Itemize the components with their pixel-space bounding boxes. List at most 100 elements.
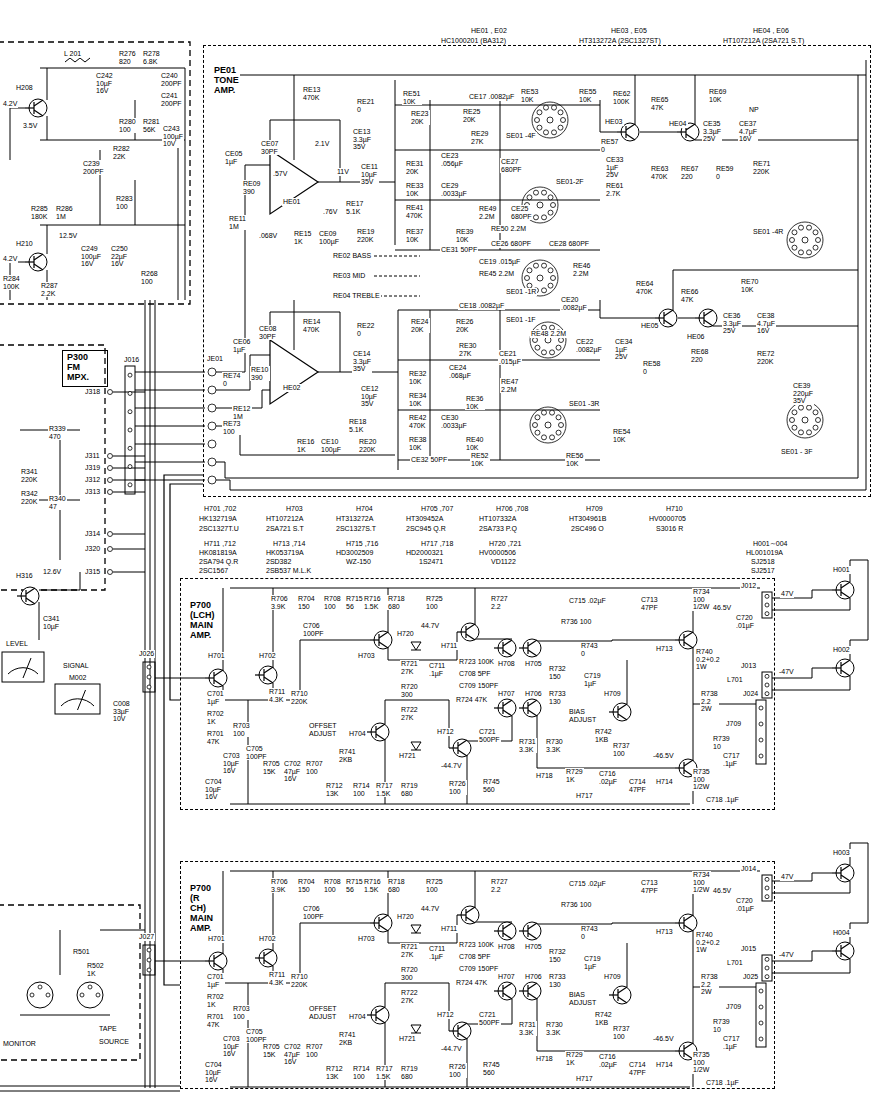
transistor-lead — [494, 930, 503, 931]
component-label: C720 .01µF — [735, 897, 755, 912]
component-label: R739 10 — [712, 735, 731, 750]
transistor-lead — [458, 740, 467, 746]
switch-rotor — [802, 237, 808, 243]
wire — [318, 182, 395, 183]
component-label: 47V — [780, 873, 794, 881]
component-label: HT313272A (2SC1327ST) — [578, 37, 662, 45]
component-label: H718 — [535, 772, 554, 780]
component-label: H208 — [15, 84, 34, 92]
switch-contact — [816, 418, 821, 423]
component-label: HT309452A — [405, 515, 444, 523]
component-label: C250 22µF 16V — [110, 245, 129, 268]
component-label: H001 — [832, 566, 851, 574]
switch-contact — [543, 105, 548, 110]
component-label: R737 100 — [612, 1025, 631, 1040]
component-label: R715 56 — [345, 878, 364, 893]
transistor-symbol — [519, 639, 541, 657]
wire — [230, 1087, 690, 1088]
component-label: CE17 .0082µF — [468, 93, 515, 101]
component-label: 2.1V — [314, 140, 330, 148]
switch-wafer — [530, 407, 566, 443]
component-label: J015 — [740, 945, 757, 953]
terminal — [108, 454, 113, 459]
component-label: R702 1K — [206, 710, 225, 725]
transistor-lead — [841, 582, 850, 588]
component-label: CE05 1µF — [224, 150, 244, 165]
transistor-lead — [677, 131, 686, 132]
component-label: RE37 10K — [405, 228, 425, 243]
component-label: RE25 20K — [462, 108, 482, 123]
component-label: RE45 2.2M — [478, 270, 515, 278]
switch-contact — [792, 425, 797, 430]
switch-contact — [813, 425, 818, 430]
component-label: CE35 3.3µF 25V — [702, 120, 722, 143]
switch-contact — [559, 338, 564, 343]
component-label: CE14 3.3µF 35V — [352, 350, 372, 373]
transistor-lead — [841, 670, 850, 676]
connector-pin — [128, 465, 132, 469]
switch-contact — [38, 985, 42, 989]
component-label: R743 0 — [580, 642, 599, 657]
transistor-lead — [841, 592, 850, 598]
transistor-lead — [840, 945, 841, 957]
component-label: RE31 20K — [405, 160, 425, 175]
switch-wafer — [787, 402, 823, 438]
component-label: J313 — [84, 488, 101, 496]
connector-pin — [128, 373, 132, 377]
component-label: RE41 470K — [405, 204, 425, 219]
wire — [395, 250, 600, 251]
switch-contact — [548, 268, 553, 273]
component-label: C717 .1µF — [722, 1035, 741, 1050]
wire — [678, 318, 695, 319]
component-label: RE09 390 — [242, 180, 262, 195]
transistor-lead — [655, 317, 664, 318]
component-label: SE01-2F — [555, 178, 585, 186]
wire — [294, 300, 295, 350]
transistor-lead — [205, 677, 214, 678]
component-label: C706 100PF — [302, 622, 325, 637]
wire — [40, 68, 185, 69]
component-label: J315 — [84, 568, 101, 576]
switch-contact — [541, 350, 546, 355]
component-label: 12.5V — [58, 232, 78, 240]
connector-pin — [765, 975, 769, 979]
switch-contact — [798, 430, 803, 435]
component-label: HT107332A — [478, 515, 517, 523]
component-label: RE65 47K — [650, 96, 670, 111]
component-label: CE39 220µF 35V — [792, 382, 814, 405]
transistor-lead — [528, 710, 537, 716]
component-label: R502 1K — [86, 962, 105, 977]
board-label-box: P300 FM MPX. — [62, 350, 108, 387]
component-label: RE19 220K — [356, 228, 376, 243]
switch-contact — [535, 118, 540, 123]
component-label: CE34 1µF 25V — [614, 338, 634, 361]
transistor-symbol — [255, 666, 277, 684]
transistor-lead — [675, 767, 684, 768]
component-label: TAPE — [98, 1025, 118, 1033]
wire — [100, 930, 145, 931]
component-label: J025 — [742, 973, 759, 981]
transistor-symbol — [617, 123, 639, 141]
transistor-lead — [675, 922, 684, 923]
component-label: 2SD382 — [265, 558, 292, 566]
transistor-lead — [494, 707, 503, 708]
component-label: 2SA721 S.T — [265, 525, 305, 533]
component-label: C717 .1µF — [722, 752, 741, 767]
component-label: R717 1.5K — [375, 782, 394, 797]
component-label: R743 0 — [580, 925, 599, 940]
connector-block — [143, 662, 155, 692]
component-label: 2SC1567 — [198, 567, 229, 575]
switch-contact — [80, 993, 84, 997]
wire — [0, 1086, 180, 1087]
transistor-lead — [264, 960, 273, 966]
component-label: H717 ,718 — [420, 540, 454, 548]
transistor-lead — [832, 950, 841, 951]
switch-contact — [556, 415, 561, 420]
transistor-lead — [263, 952, 264, 964]
transistor-lead — [618, 704, 627, 710]
component-label: RE51 10K — [402, 90, 422, 105]
wire — [627, 943, 628, 987]
transistor-lead — [214, 680, 223, 686]
component-label: RE17 5.1K — [345, 200, 365, 215]
component-label: RE26 20K — [455, 318, 475, 333]
